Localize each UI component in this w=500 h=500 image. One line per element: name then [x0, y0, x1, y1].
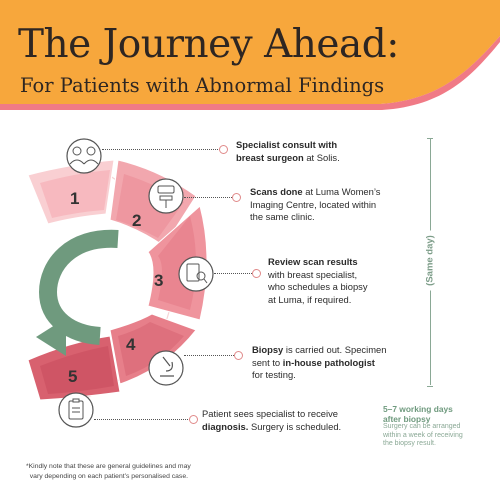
mammogram-machine-icon	[148, 178, 184, 214]
step-5-segment	[27, 335, 121, 401]
step-3-number: 3	[154, 271, 163, 290]
step-5-marker	[189, 415, 198, 424]
step-2-marker	[232, 193, 241, 202]
step-5-description: Patient sees specialist to receive diagn…	[202, 408, 342, 432]
step-4-segment	[109, 313, 197, 385]
disclaimer-footnote: *Kindly note that these are general guid…	[26, 463, 191, 480]
step-4-connector	[184, 355, 234, 356]
scan-report-icon	[178, 256, 214, 292]
step-5-number: 5	[68, 367, 77, 386]
clipboard-icon	[58, 392, 94, 428]
step-4-description: Biopsy is carried out. Specimen sent to …	[252, 344, 387, 380]
step-1-description: Specialist consult with breast surgeon a…	[236, 139, 340, 163]
microscope-icon	[148, 350, 184, 386]
step-1-marker	[219, 145, 228, 154]
page-title: The Journey Ahead:	[18, 22, 399, 67]
step-4-number: 4	[126, 335, 136, 354]
step-3-description: Review scan results with breast speciali…	[268, 256, 368, 305]
doctor-patient-icon	[66, 138, 102, 174]
journey-arrow	[36, 229, 119, 356]
step-3-connector	[214, 273, 254, 274]
step-4-marker	[234, 351, 243, 360]
step-5-connector	[94, 419, 190, 420]
step-2-number: 2	[132, 211, 141, 230]
same-day-label: (Same day)	[424, 230, 436, 291]
page-subtitle: For Patients with Abnormal Findings	[20, 74, 385, 97]
header-banner: The Journey Ahead: For Patients with Abn…	[0, 0, 500, 112]
wait-period-title: 5–7 working days after biopsy	[383, 404, 453, 424]
step-3-marker	[252, 269, 261, 278]
step-1-connector	[102, 149, 220, 150]
step-1-number: 1	[70, 189, 79, 208]
step-1-segment	[27, 159, 115, 225]
step-2-description: Scans done at Luma Women’s Imaging Centr…	[250, 186, 381, 222]
step-2-connector	[184, 197, 232, 198]
header-background	[0, 0, 500, 110]
wait-period-note: Surgery can be arranged within a week of…	[383, 423, 463, 447]
